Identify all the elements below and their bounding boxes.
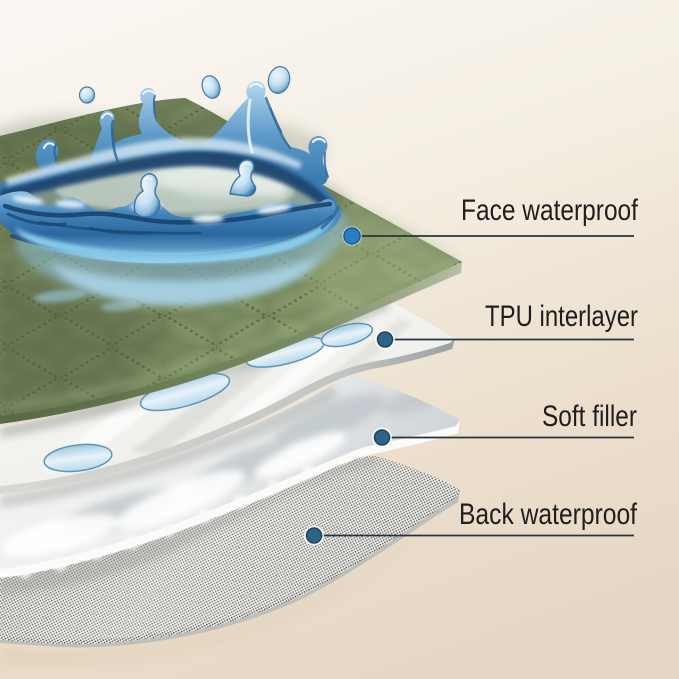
svg-text:Soft filler: Soft filler <box>542 400 637 433</box>
svg-text:Face waterproof: Face waterproof <box>461 194 639 227</box>
svg-text:Back waterproof: Back waterproof <box>459 498 638 531</box>
svg-text:TPU interlayer: TPU interlayer <box>485 300 638 333</box>
